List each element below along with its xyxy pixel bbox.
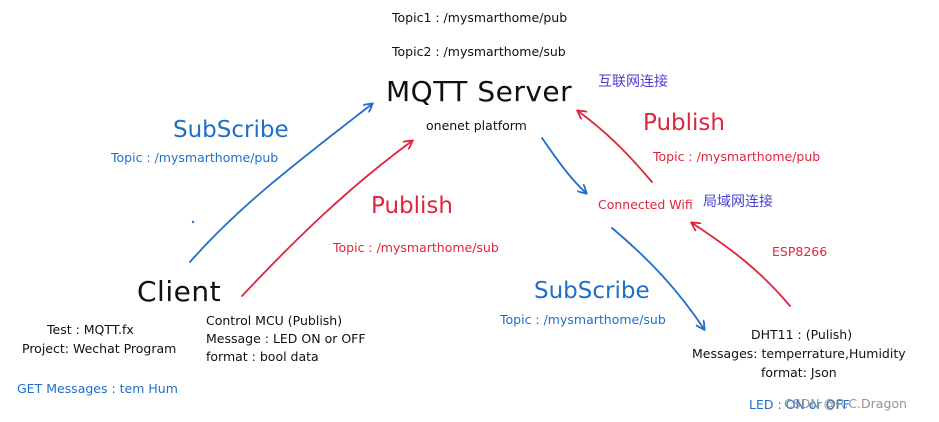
device-format: format: Json — [761, 365, 837, 380]
arrow-device-to-wifi — [692, 223, 791, 307]
client-publish-topic: Topic : /mysmarthome/sub — [333, 240, 499, 255]
client-format: format : bool data — [206, 349, 319, 364]
device-sensor: DHT11 : (Pulish) — [751, 327, 853, 342]
server-platform: onenet platform — [426, 118, 527, 133]
connected-wifi-label: Connected Wifi — [598, 197, 693, 212]
server-topic1: Topic1 : /mysmarthome/pub — [392, 10, 568, 25]
client-publish-label: Publish — [371, 193, 453, 219]
client-get-messages: GET Messages : tem Hum — [17, 381, 178, 396]
device-publish-topic: Topic : /mysmarthome/pub — [653, 149, 821, 164]
arrow-wifi-to-server — [578, 111, 653, 183]
lan-connection-label: 局域网连接 — [703, 194, 773, 210]
server-title: MQTT Server — [386, 75, 573, 108]
server-topic2: Topic2 : /mysmarthome/sub — [392, 44, 566, 59]
device-messages: Messages: temperrature,Humidity — [692, 346, 906, 361]
client-project: Project: Wechat Program — [22, 341, 177, 356]
stray-dot — [191, 220, 195, 224]
arrow-client-subscribe — [189, 104, 372, 263]
esp8266-label: ESP8266 — [772, 244, 828, 259]
csdn-watermark: CSDN @R.C.Dragon — [784, 396, 907, 411]
device-publish-label: Publish — [643, 110, 725, 136]
device-led-status: LED : ON or OFF — [749, 397, 850, 412]
arrow-wifi-to-device — [611, 227, 704, 329]
internet-connection-label: 互联网连接 — [598, 74, 668, 90]
client-title: Client — [137, 275, 222, 308]
device-subscribe-topic: Topic : /mysmarthome/sub — [500, 312, 666, 327]
client-control-mcu: Control MCU (Publish) — [206, 313, 343, 328]
client-subscribe-topic: Topic : /mysmarthome/pub — [111, 150, 279, 165]
arrow-client-publish — [241, 141, 412, 297]
arrow-server-to-wifi — [541, 137, 586, 193]
client-message: Message : LED ON or OFF — [206, 331, 366, 346]
client-test-tool: Test : MQTT.fx — [47, 322, 134, 337]
client-subscribe-label: SubScribe — [173, 117, 289, 143]
device-subscribe-label: SubScribe — [534, 278, 650, 304]
